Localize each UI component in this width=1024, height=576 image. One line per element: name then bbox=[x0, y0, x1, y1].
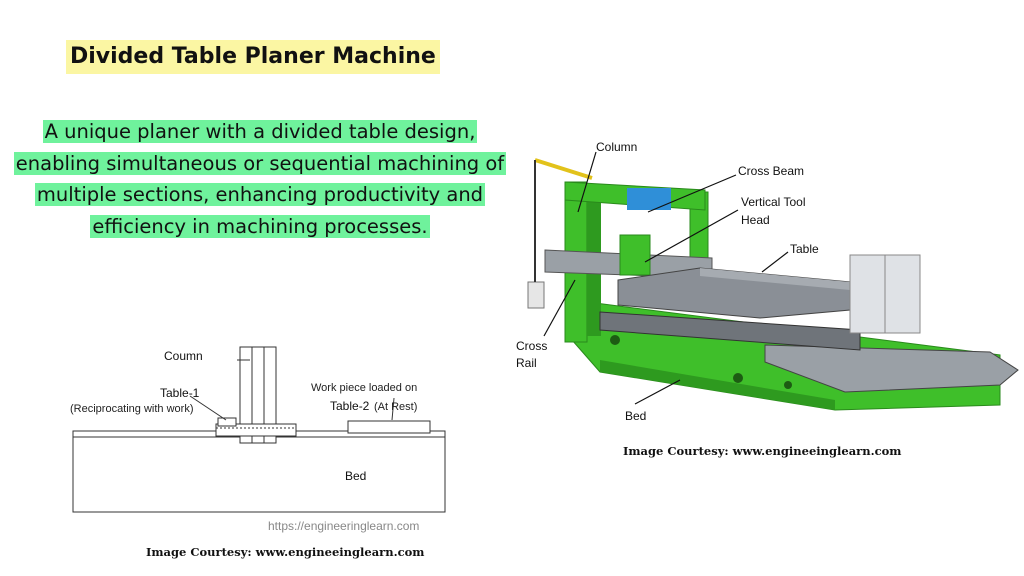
description: A unique planer with a divided table des… bbox=[10, 116, 510, 242]
page-title: Divided Table Planer Machine bbox=[66, 40, 440, 74]
machine-label-tool-head-2: Head bbox=[741, 213, 770, 227]
machine-label-table: Table bbox=[790, 242, 819, 256]
schematic-bed bbox=[72, 430, 446, 513]
machine-cross-rail bbox=[544, 249, 713, 279]
courtesy-left: Image Courtesy: www.engineeinglearn.com bbox=[146, 545, 425, 559]
machine-tool-head bbox=[619, 234, 651, 276]
schematic-label-table1: Table-1 bbox=[160, 386, 200, 400]
machine-label-tool-head-1: Vertical Tool bbox=[741, 195, 805, 209]
machine-label-cross-rail-1: Cross bbox=[516, 339, 547, 353]
machine-cross-beam bbox=[564, 181, 706, 211]
schematic-column bbox=[239, 346, 277, 444]
schematic-label-workpiece-note: Work piece loaded on bbox=[311, 382, 417, 394]
schematic-label-table2-note: (At Rest) bbox=[374, 401, 417, 413]
schematic-label-bed: Bed bbox=[345, 469, 366, 483]
machine-column-right bbox=[689, 191, 709, 268]
machine-bed bbox=[571, 299, 1001, 411]
description-text: A unique planer with a divided table des… bbox=[13, 120, 507, 238]
machine-illustration bbox=[527, 158, 1019, 411]
schematic-label-column: Coumn bbox=[164, 349, 203, 363]
machine-control-box bbox=[527, 281, 545, 309]
machine-label-cross-beam: Cross Beam bbox=[738, 164, 804, 178]
schematic-label-table2: Table-2 bbox=[330, 399, 370, 413]
schematic-table-2 bbox=[347, 420, 431, 434]
machine-electrical-cabinet bbox=[849, 254, 921, 334]
schematic-label-table1-note: (Reciprocating with work) bbox=[70, 403, 193, 415]
machine-table-extension bbox=[764, 344, 1019, 393]
machine-label-bed: Bed bbox=[625, 409, 646, 423]
schematic-watermark: https://engineeringlearn.com bbox=[268, 519, 419, 533]
machine-label-column: Column bbox=[596, 140, 637, 154]
schematic-table-1 bbox=[215, 423, 297, 437]
machine-label-cross-rail-2: Rail bbox=[516, 356, 537, 370]
machine-column-left bbox=[564, 181, 588, 343]
courtesy-right: Image Courtesy: www.engineeinglearn.com bbox=[623, 444, 902, 458]
machine-table-workpiece bbox=[617, 267, 851, 319]
